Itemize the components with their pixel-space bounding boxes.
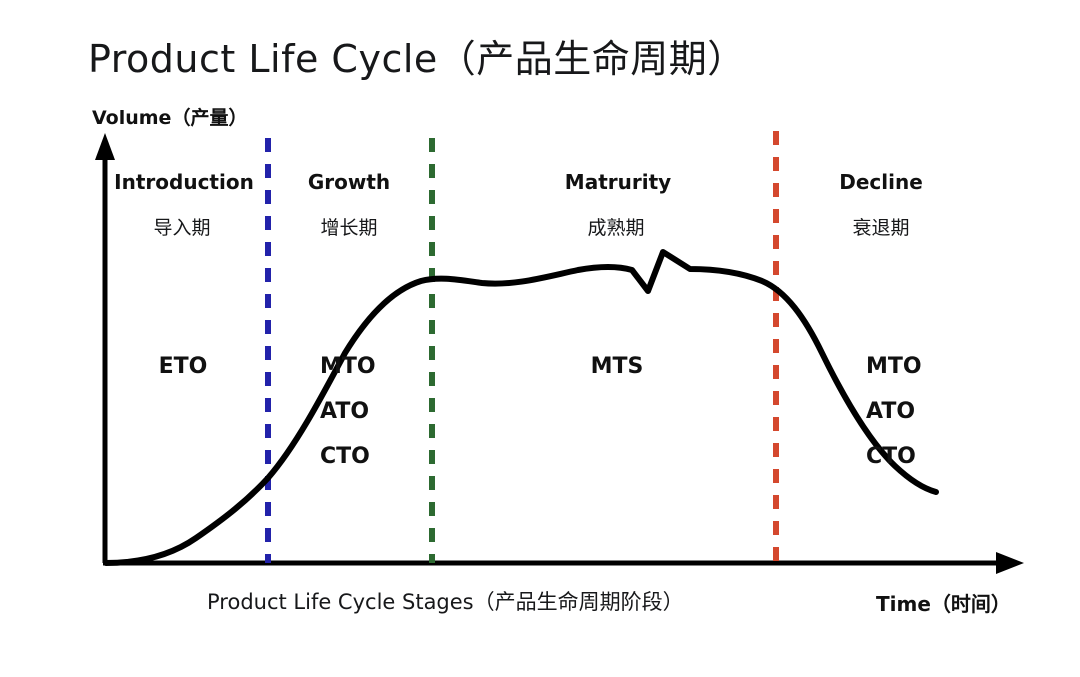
mode-label-ato-growth: ATO [320,399,370,424]
stage-label-decline-zh: 衰退期 [852,217,910,239]
mode-label-cto-growth: CTO [320,444,370,469]
stage-label-maturity-en: Matrurity [564,170,672,194]
stage-label-decline-en: Decline [839,170,923,194]
mode-label-cto-decline: CTO [866,444,916,469]
stage-label-introduction-zh: 导入期 [153,217,211,239]
mode-label-ato-decline: ATO [866,399,916,424]
mode-label-mto-decline: MTO [866,354,922,379]
life-cycle-curve [103,249,939,566]
mode-label-mto-growth: MTO [320,354,376,379]
x-axis-label-time: Time（时间） [876,592,1011,616]
stage-label-maturity-zh: 成熟期 [587,217,645,239]
x-axis [103,552,1024,574]
stage-label-growth-en: Growth [307,170,391,194]
mode-label-mts-maturity: MTS [590,354,644,379]
y-axis-label: Volume（产量） [92,107,248,129]
y-axis [95,133,115,563]
stage-label-growth-zh: 增长期 [320,217,378,239]
stage-label-introduction-en: Introduction [114,170,254,194]
x-axis-label-stages: Product Life Cycle Stages（产品生命周期阶段） [207,590,684,614]
mode-label-eto-introduction: ETO [158,354,208,379]
page-title: Product Life Cycle（产品生命周期） [88,37,746,81]
